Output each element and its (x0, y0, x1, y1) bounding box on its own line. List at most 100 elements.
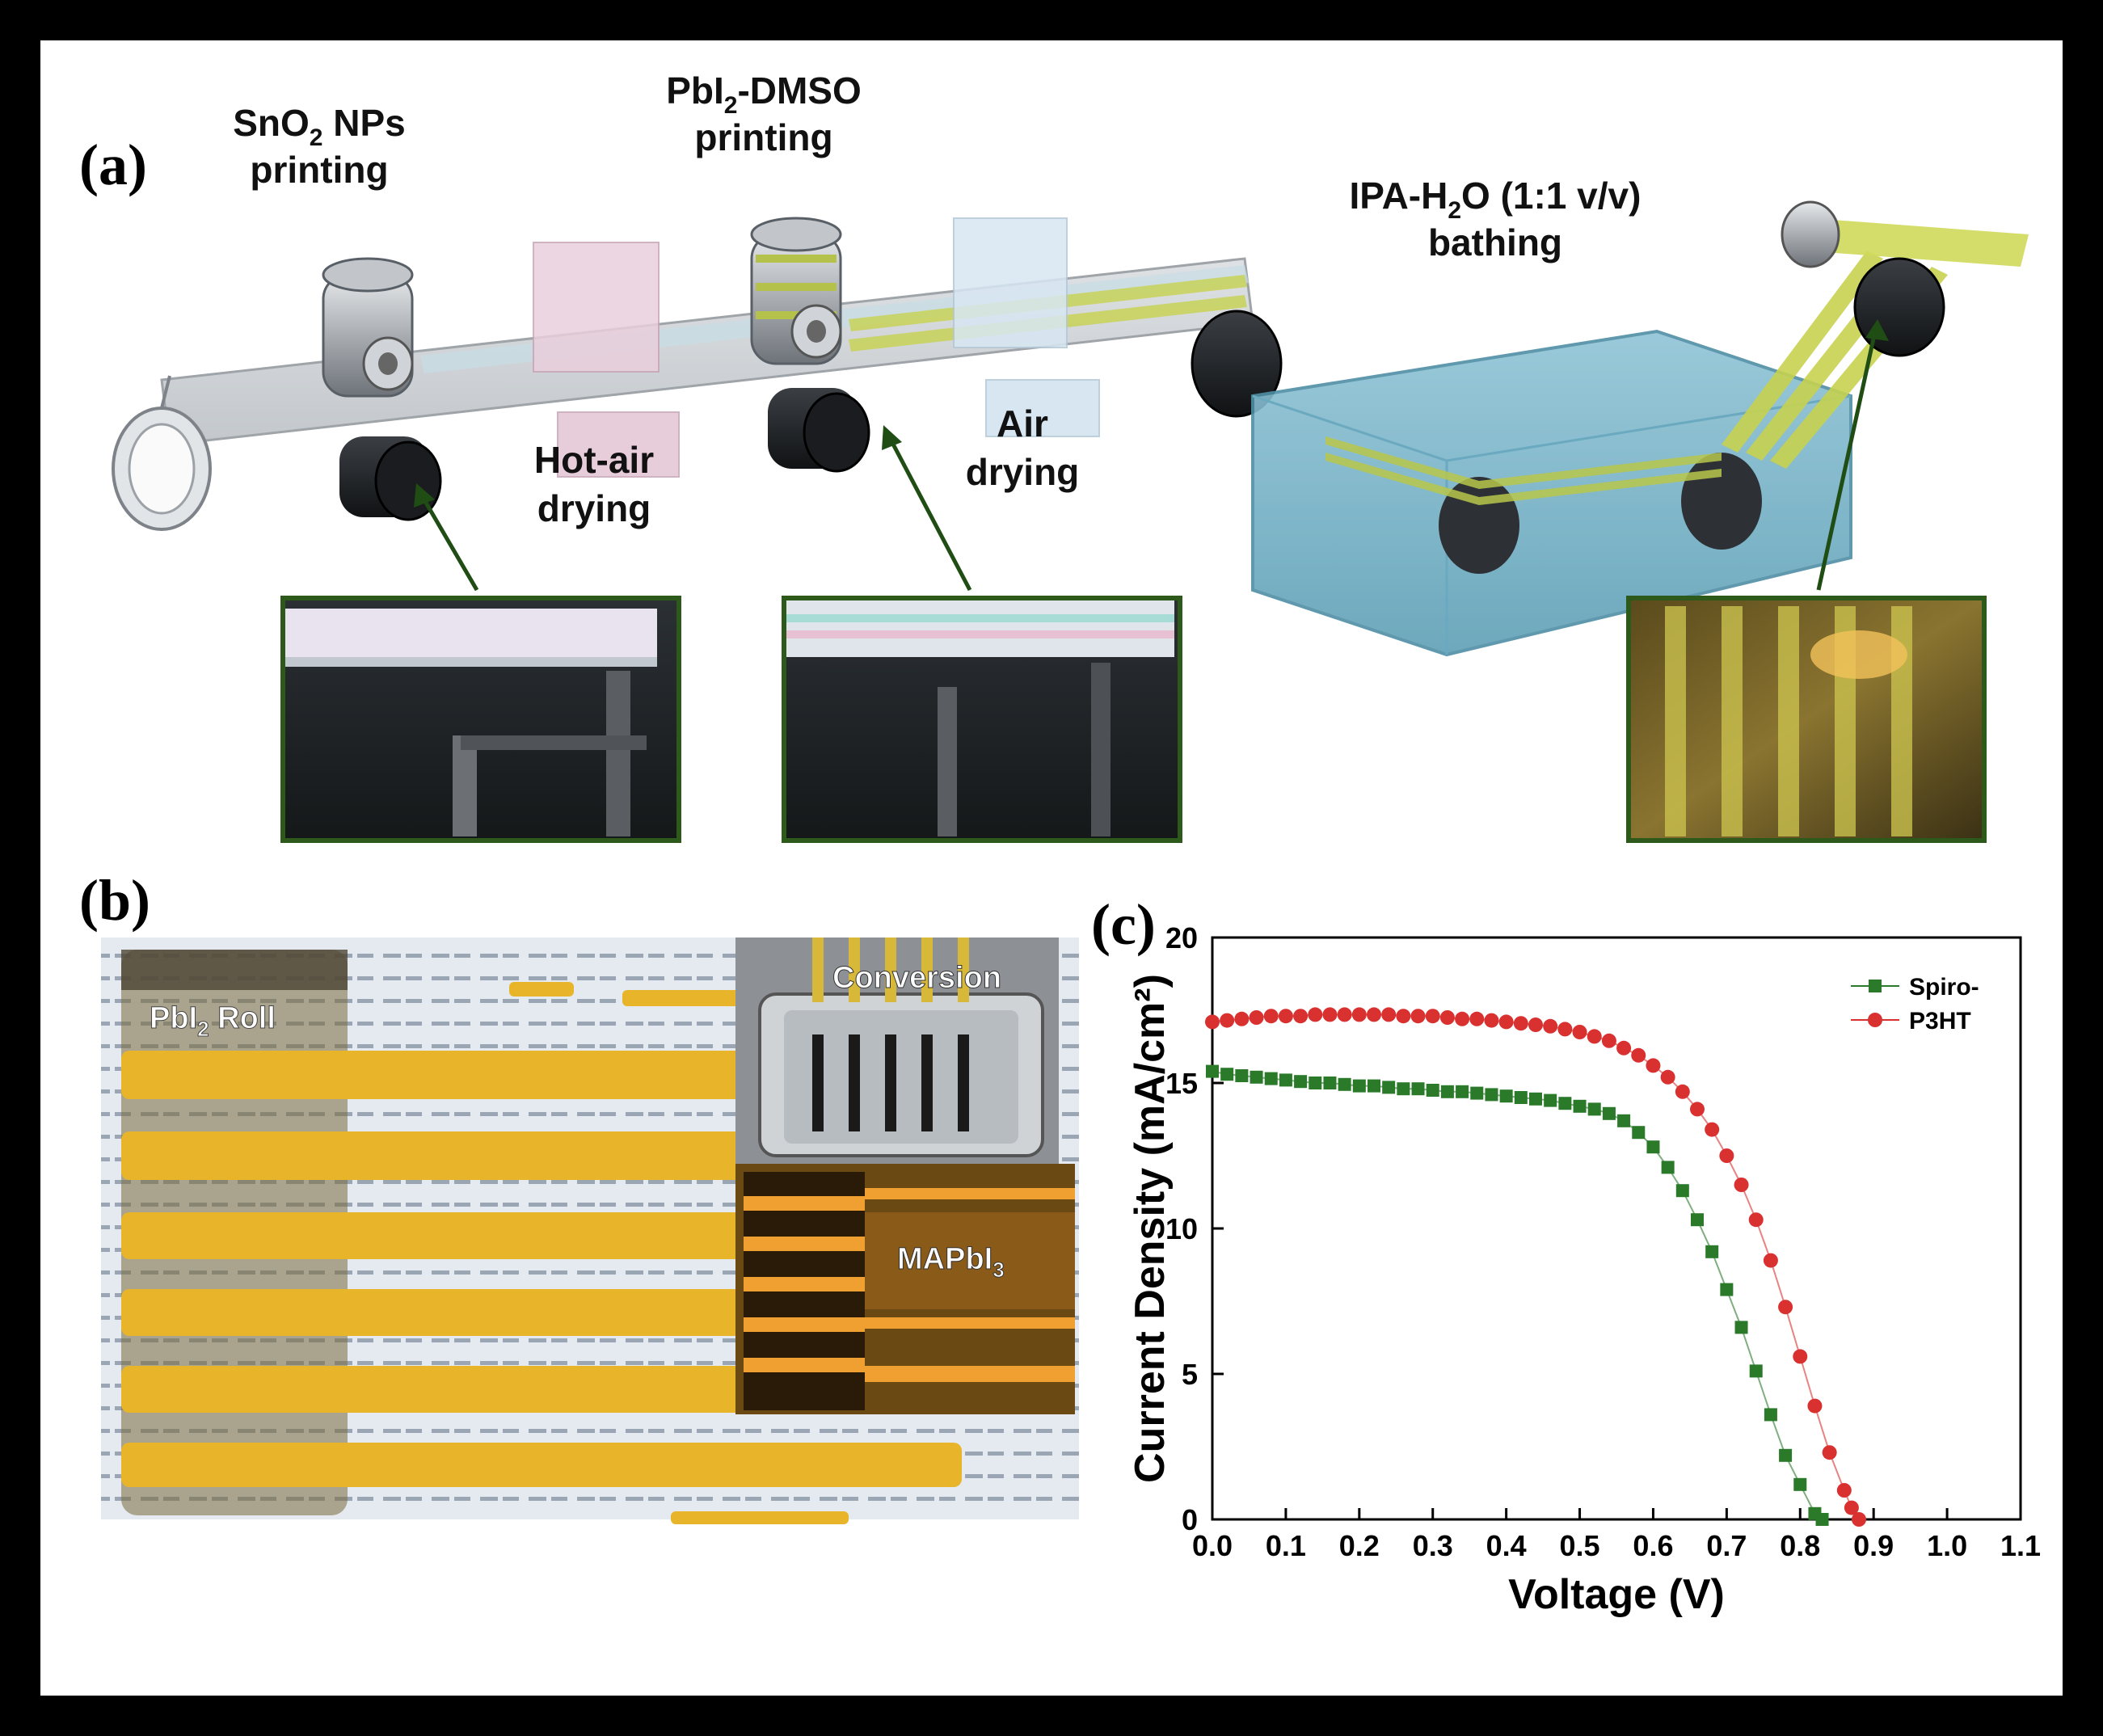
data-point-1 (1440, 1085, 1454, 1098)
x-tick-label: 1.1 (2000, 1529, 2041, 1562)
y-tick-label: 20 (1165, 921, 1198, 954)
x-tick-label: 0.4 (1486, 1529, 1527, 1562)
panel-b-label: (b) (79, 868, 150, 933)
sno2-label-line1: SnO2 NPs (233, 102, 406, 151)
pbi2-label-line1: PbI2-DMSO (666, 70, 862, 119)
data-point-2 (1660, 1069, 1675, 1085)
data-point-1 (1544, 1093, 1557, 1107)
data-point-2 (1351, 1007, 1367, 1022)
x-tick-label: 1.0 (1927, 1529, 1967, 1562)
x-tick-label: 0.0 (1192, 1529, 1233, 1562)
legend-label-1: Spiro- (1909, 974, 1979, 1001)
data-point-2 (1396, 1009, 1411, 1024)
data-point-2 (1719, 1148, 1734, 1163)
data-point-1 (1368, 1079, 1380, 1093)
data-point-1 (1705, 1245, 1719, 1258)
x-tick-label: 0.3 (1413, 1529, 1453, 1562)
ipa-label-line2: bathing (1428, 221, 1562, 263)
legend-marker-2 (1868, 1013, 1882, 1027)
x-tick-label: 0.5 (1560, 1529, 1600, 1562)
air-label-line1: Air (997, 402, 1048, 445)
data-point-2 (1557, 1022, 1573, 1037)
data-point-1 (1352, 1079, 1366, 1093)
data-point-1 (1470, 1086, 1484, 1100)
data-point-2 (1278, 1009, 1293, 1024)
data-point-2 (1778, 1300, 1793, 1315)
hotair-label-line2: drying (537, 487, 651, 529)
x-axis-label: Voltage (V) (1508, 1571, 1725, 1618)
x-tick-label: 0.6 (1633, 1529, 1673, 1562)
data-point-1 (1426, 1084, 1439, 1097)
conversion-label: Conversion (832, 961, 1001, 995)
inset-photo-mapbi (1626, 596, 1987, 843)
air-label-line2: drying (966, 451, 1080, 493)
data-point-2 (1807, 1398, 1823, 1414)
data-point-1 (1529, 1092, 1542, 1106)
figure-frame: (a) (40, 40, 2063, 1696)
data-point-2 (1425, 1009, 1440, 1024)
guide-roll (1191, 310, 1283, 418)
data-point-1 (1323, 1077, 1337, 1089)
data-point-1 (1779, 1448, 1793, 1462)
data-point-2 (1439, 1010, 1455, 1025)
data-point-1 (1279, 1073, 1292, 1087)
data-point-1 (1632, 1126, 1646, 1140)
data-point-1 (1691, 1213, 1704, 1227)
data-point-2 (1631, 1047, 1646, 1063)
data-point-2 (1469, 1011, 1485, 1026)
data-point-1 (1250, 1070, 1263, 1084)
inset-photo-sno2 (280, 596, 681, 843)
callout-arrows (414, 319, 1889, 592)
panel-a: (a) (79, 70, 2029, 843)
data-point-2 (1690, 1102, 1705, 1117)
data-point-2 (1337, 1007, 1352, 1022)
pbi2-label-line2: printing (694, 116, 832, 158)
ipa-label-line1: IPA-H2O (1:1 v/v) (1350, 175, 1642, 224)
data-point-2 (1381, 1007, 1397, 1022)
sno2-print-rolls (322, 257, 442, 521)
data-point-1 (1793, 1477, 1807, 1491)
data-point-1 (1220, 1068, 1234, 1081)
x-tick-label: 0.2 (1339, 1529, 1380, 1562)
data-point-1 (1734, 1321, 1748, 1334)
data-point-1 (1338, 1077, 1351, 1091)
y-tick-label: 5 (1182, 1358, 1198, 1391)
data-point-1 (1661, 1161, 1675, 1174)
data-point-1 (1411, 1082, 1425, 1096)
data-point-2 (1543, 1018, 1558, 1034)
data-point-2 (1263, 1009, 1279, 1024)
data-point-1 (1720, 1283, 1734, 1296)
data-point-1 (1573, 1099, 1587, 1113)
data-point-2 (1528, 1018, 1543, 1032)
data-point-2 (1572, 1025, 1587, 1039)
data-point-1 (1646, 1140, 1660, 1154)
data-point-2 (1205, 1014, 1220, 1030)
data-point-2 (1455, 1011, 1470, 1026)
data-point-2 (1484, 1013, 1499, 1028)
data-point-2 (1220, 1013, 1235, 1028)
air-drying-box (953, 217, 1100, 437)
series-line-2 (1212, 1013, 1860, 1520)
y-tick-label: 0 (1182, 1503, 1198, 1536)
data-point-1 (1587, 1102, 1601, 1116)
data-point-1 (1235, 1069, 1249, 1082)
data-point-1 (1485, 1088, 1498, 1102)
data-point-1 (1206, 1064, 1219, 1078)
data-point-2 (1675, 1084, 1690, 1099)
x-tick-label: 0.7 (1706, 1529, 1747, 1562)
data-point-2 (1793, 1349, 1808, 1364)
legend-marker-1 (1869, 980, 1882, 992)
y-tick-label: 15 (1165, 1067, 1198, 1100)
data-point-2 (1734, 1178, 1749, 1192)
data-point-2 (1748, 1212, 1764, 1228)
data-point-1 (1617, 1114, 1631, 1127)
data-point-1 (1749, 1364, 1763, 1378)
data-point-2 (1616, 1040, 1632, 1056)
data-point-1 (1309, 1077, 1322, 1089)
data-point-1 (1558, 1097, 1572, 1110)
data-point-2 (1822, 1445, 1837, 1460)
data-point-2 (1587, 1029, 1602, 1044)
data-point-2 (1705, 1122, 1720, 1137)
